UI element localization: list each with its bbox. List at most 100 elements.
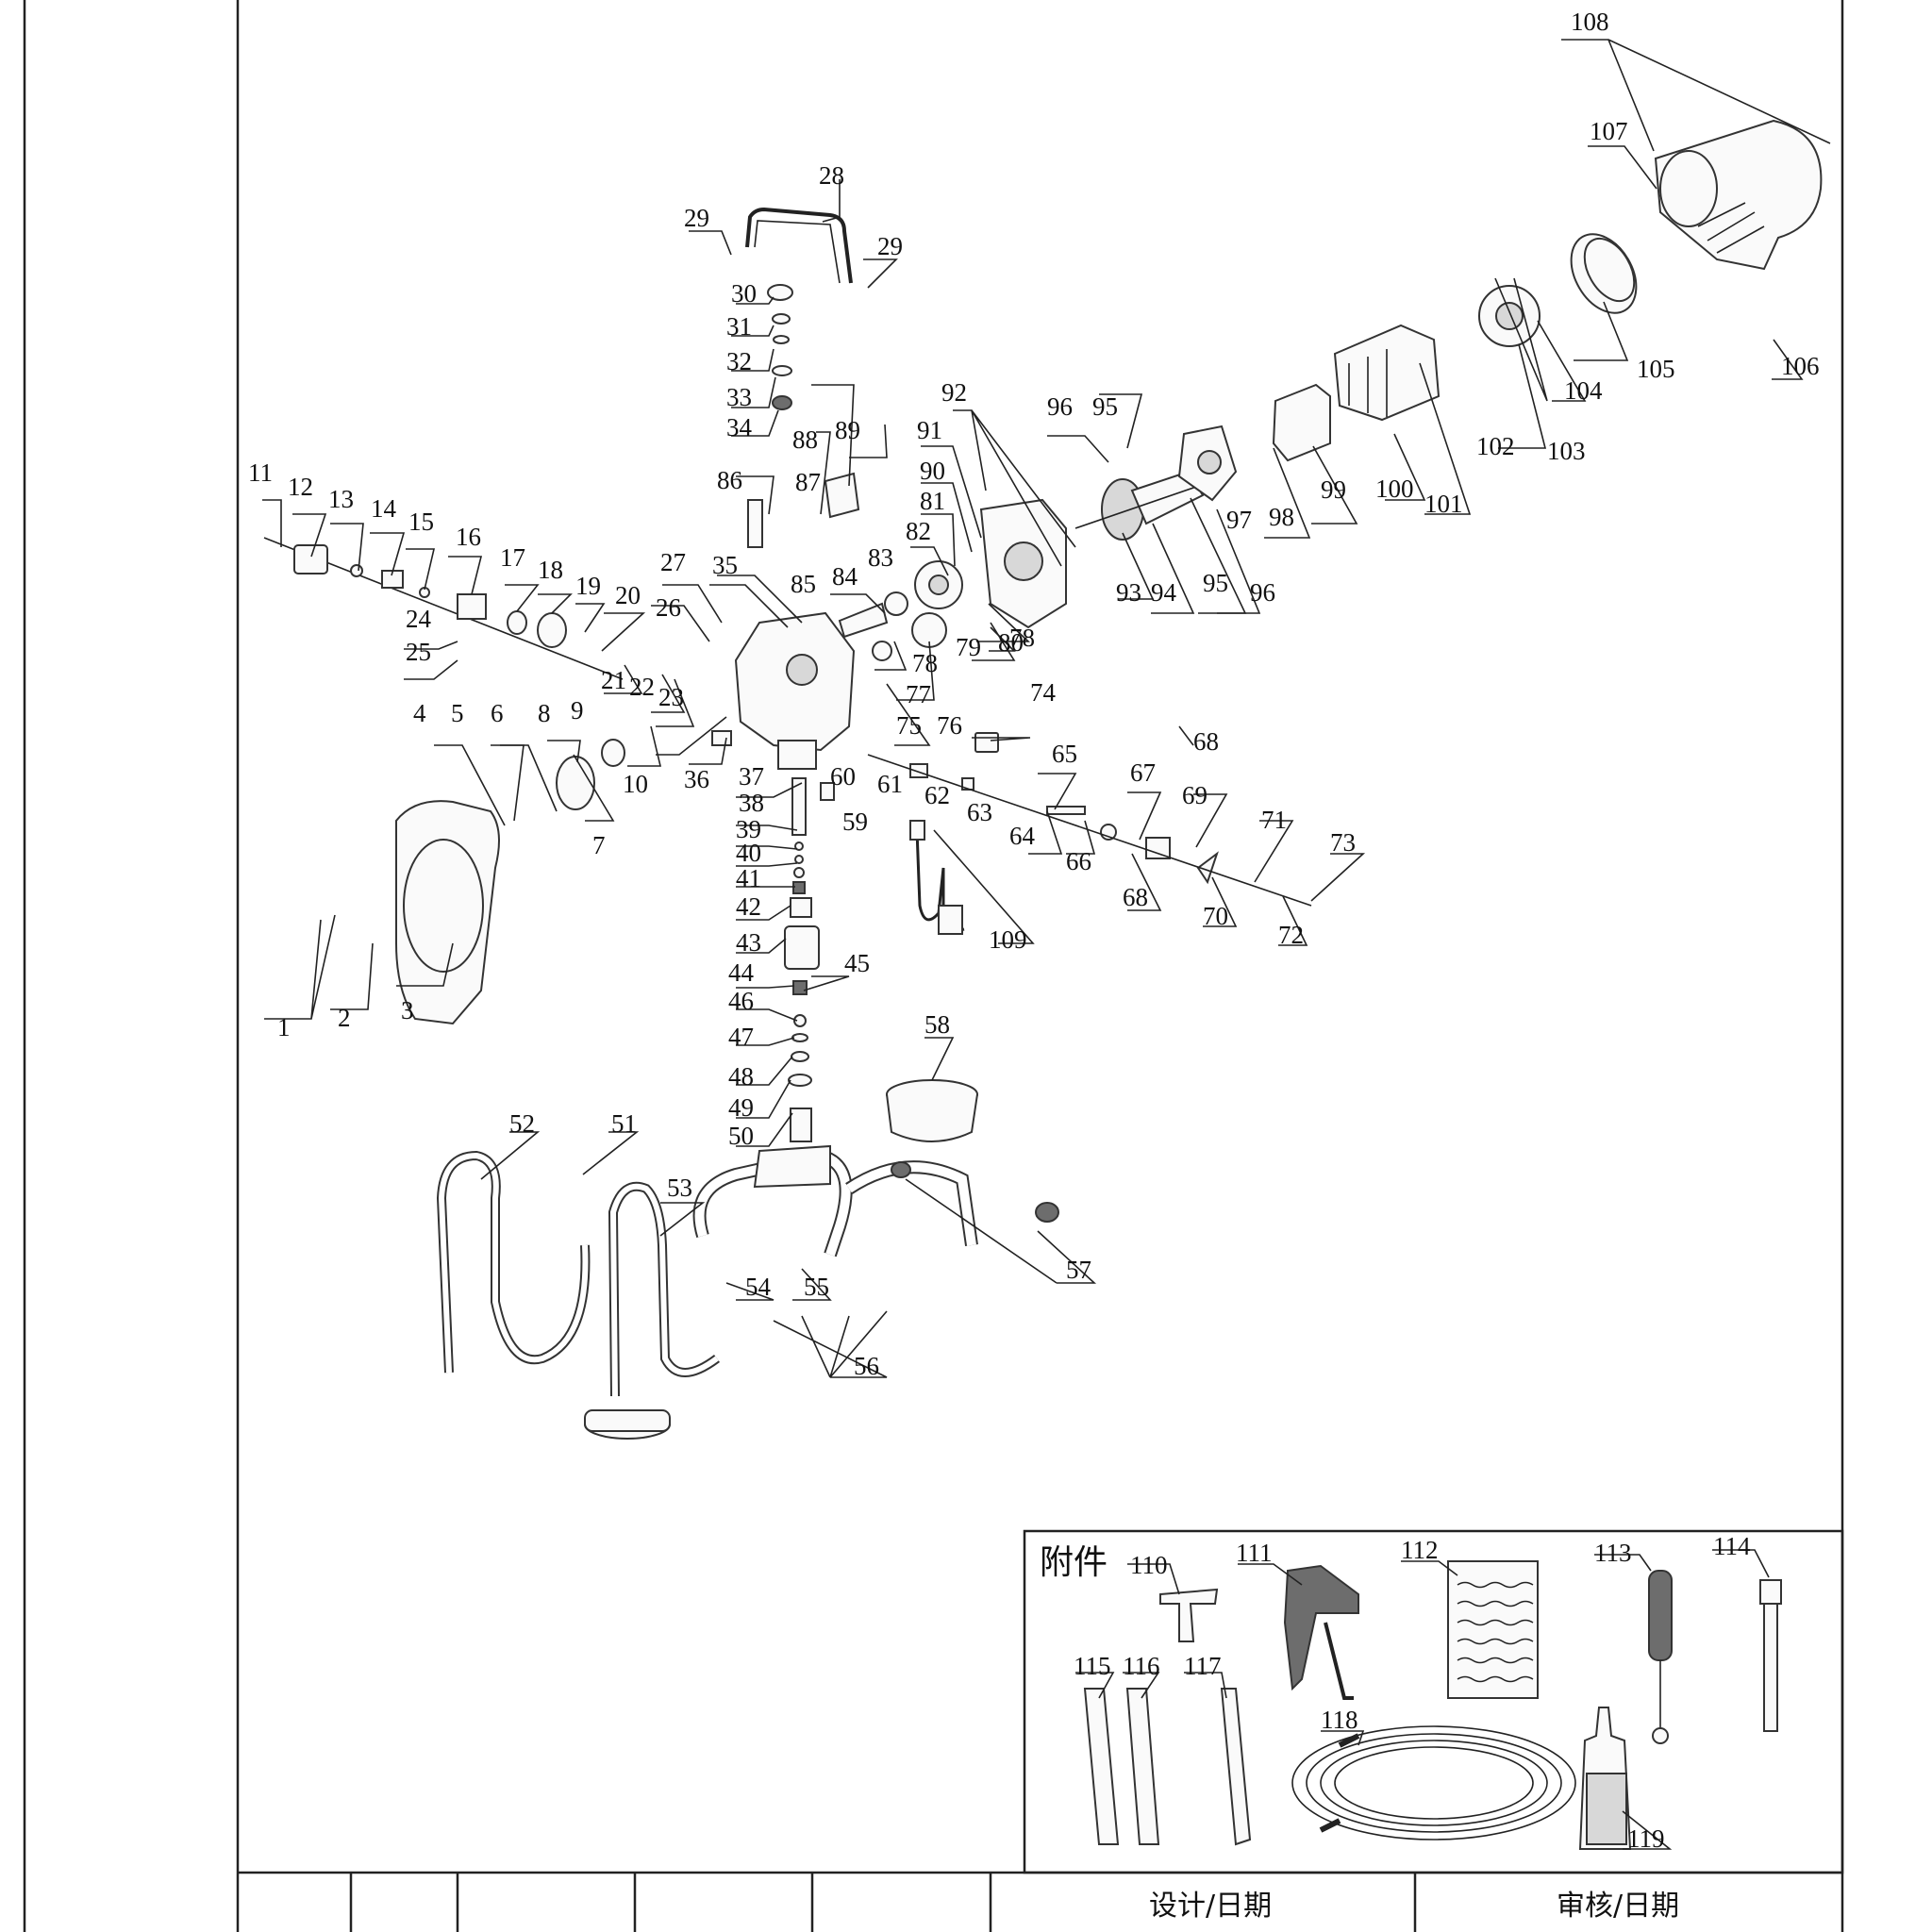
label-31: 31 — [726, 312, 752, 341]
label-103: 103 — [1547, 437, 1586, 465]
oil-bottle-119 — [1578, 1707, 1632, 1850]
label-101: 101 — [1424, 490, 1463, 518]
label-115: 115 — [1074, 1652, 1111, 1680]
label-68a: 68 — [1193, 727, 1219, 756]
label-95b: 95 — [1203, 569, 1228, 597]
label-109: 109 — [989, 925, 1027, 954]
label-5: 5 — [451, 699, 464, 727]
label-46: 46 — [728, 987, 754, 1015]
left-shaft-assembly — [263, 537, 624, 680]
label-69: 69 — [1182, 781, 1208, 809]
label-112: 112 — [1401, 1536, 1439, 1564]
manual-112 — [1447, 1560, 1539, 1699]
label-118: 118 — [1321, 1706, 1358, 1734]
switch — [974, 732, 999, 753]
label-78a: 78 — [912, 649, 938, 677]
label-84: 84 — [832, 562, 858, 591]
label-48: 48 — [728, 1062, 754, 1091]
motor-housing — [1333, 324, 1441, 422]
label-19: 19 — [575, 572, 601, 600]
armature — [1074, 470, 1227, 541]
label-81: 81 — [920, 487, 945, 515]
filter-cup — [886, 1079, 978, 1142]
stator — [1272, 383, 1331, 462]
filter-114 — [1759, 1579, 1782, 1732]
label-87: 87 — [795, 468, 821, 496]
gear-housing — [979, 498, 1067, 629]
label-93: 93 — [1116, 578, 1141, 607]
label-15: 15 — [408, 508, 434, 536]
label-35: 35 — [712, 551, 738, 579]
label-119: 119 — [1627, 1824, 1665, 1853]
label-58: 58 — [924, 1010, 950, 1039]
seal-stack — [767, 284, 793, 410]
leader-lines — [262, 39, 1831, 1850]
label-28: 28 — [819, 161, 844, 190]
label-85: 85 — [791, 570, 816, 598]
label-9: 9 — [571, 696, 584, 724]
tip-110 — [1159, 1588, 1219, 1642]
foot-57a — [891, 1161, 911, 1178]
label-110: 110 — [1130, 1551, 1168, 1579]
label-2: 2 — [338, 1004, 351, 1032]
label-98: 98 — [1269, 503, 1294, 531]
accessories-box — [1023, 1529, 1844, 1874]
label-63: 63 — [967, 798, 992, 826]
label-60: 60 — [830, 762, 856, 791]
label-117: 117 — [1184, 1652, 1222, 1680]
label-77: 77 — [906, 680, 931, 708]
piston-stack — [784, 777, 820, 1142]
label-67: 67 — [1130, 758, 1156, 787]
label-80: 80 — [998, 628, 1024, 657]
carry-handle — [745, 207, 853, 284]
shaft — [838, 602, 889, 639]
label-68b: 68 — [1123, 883, 1148, 911]
label-10: 10 — [623, 770, 648, 798]
motor-end-plate — [1478, 285, 1541, 347]
label-82: 82 — [906, 517, 931, 545]
hose-118 — [1291, 1725, 1576, 1840]
label-12: 12 — [288, 473, 313, 501]
part-labels: 1 2 3 4 5 6 7 8 9 10 11 12 13 14 15 16 1… — [248, 8, 1820, 1853]
label-53: 53 — [667, 1174, 692, 1202]
label-76: 76 — [937, 711, 962, 740]
label-50: 50 — [728, 1122, 754, 1150]
label-114: 114 — [1713, 1532, 1751, 1560]
label-54: 54 — [745, 1273, 772, 1301]
label-37: 37 — [739, 762, 764, 791]
label-11: 11 — [248, 458, 273, 487]
label-111: 111 — [1236, 1539, 1273, 1567]
label-7: 7 — [592, 831, 606, 859]
label-21: 21 — [601, 666, 626, 694]
label-38: 38 — [739, 789, 764, 817]
label-95a: 95 — [1092, 392, 1118, 421]
label-104: 104 — [1564, 376, 1603, 405]
label-79: 79 — [956, 633, 981, 661]
foot-57b — [1035, 1202, 1059, 1223]
label-70: 70 — [1203, 902, 1228, 930]
label-33: 33 — [726, 383, 752, 411]
carry-handle-inner — [754, 220, 841, 284]
label-107: 107 — [1590, 117, 1628, 145]
label-24: 24 — [406, 605, 432, 633]
label-106: 106 — [1781, 352, 1820, 380]
label-71: 71 — [1261, 806, 1287, 834]
label-89: 89 — [835, 416, 860, 444]
label-25: 25 — [406, 638, 431, 666]
label-59: 59 — [842, 808, 868, 836]
label-74: 74 — [1030, 678, 1057, 707]
label-75: 75 — [896, 711, 922, 740]
design-date-label: 设计/日期 — [1149, 1890, 1272, 1923]
label-47: 47 — [728, 1023, 754, 1051]
label-102: 102 — [1476, 432, 1515, 460]
label-52: 52 — [509, 1109, 535, 1138]
review-date-label: 审核/日期 — [1557, 1890, 1679, 1923]
label-92: 92 — [941, 378, 967, 407]
motor-ring — [1570, 233, 1638, 314]
label-99: 99 — [1321, 475, 1346, 504]
label-62: 62 — [924, 781, 950, 809]
label-17: 17 — [500, 543, 525, 572]
label-56: 56 — [854, 1352, 879, 1380]
label-96b: 96 — [1250, 578, 1275, 607]
